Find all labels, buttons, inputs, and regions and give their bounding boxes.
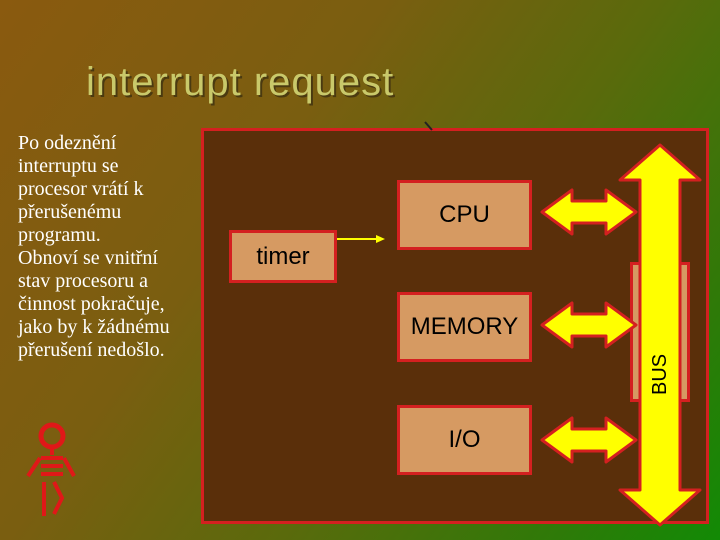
- cpu-bus-arrow: [540, 188, 638, 236]
- memory-label: MEMORY: [410, 313, 519, 340]
- io-box: I/O: [397, 405, 532, 475]
- memory-bus-arrow: [540, 301, 638, 349]
- timer-label: timer: [256, 242, 310, 270]
- bus-label: BUS: [649, 353, 671, 395]
- tick-mark: [424, 121, 433, 131]
- io-label: I/O: [448, 426, 481, 453]
- memory-box: MEMORY: [397, 292, 532, 362]
- cpu-label: CPU: [439, 201, 490, 228]
- bus-arrow: [618, 143, 702, 527]
- timer-cpu-arrowhead: [376, 235, 385, 243]
- slide-title: interrupt request: [86, 60, 395, 104]
- timer-box: timer: [229, 230, 337, 283]
- io-bus-arrow: [540, 416, 638, 464]
- cpu-box: CPU: [397, 180, 532, 250]
- slide-body-text: Po odeznění interruptu se procesor vrátí…: [18, 132, 170, 361]
- stick-figure-icon: [26, 422, 76, 516]
